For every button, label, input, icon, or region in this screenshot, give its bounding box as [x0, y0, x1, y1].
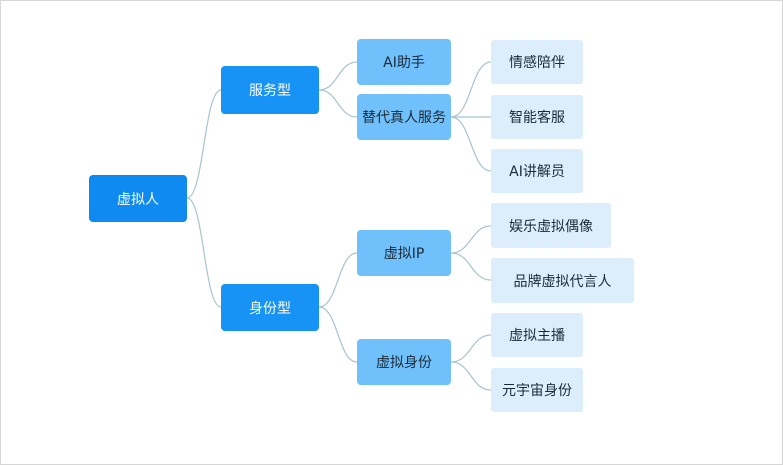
node-virtual-human: 虚拟人 [89, 175, 187, 222]
node-replace-human-service: 替代真人服务 [357, 94, 451, 140]
node-service-type: 服务型 [221, 66, 319, 114]
connector-identity-streamer [450, 334, 492, 363]
connector-root-identity [186, 197, 222, 308]
connector-identity-virtual-identity [318, 306, 358, 363]
node-entertainment-idol: 娱乐虚拟偶像 [491, 203, 611, 248]
connector-replace-emotion [450, 61, 492, 118]
node-ai-assistant: AI助手 [357, 39, 451, 85]
node-smart-customer-service: 智能客服 [491, 95, 583, 139]
connector-ip-brand [450, 252, 492, 281]
connector-service-ai-assistant [318, 61, 358, 91]
node-brand-ambassador: 品牌虚拟代言人 [491, 258, 634, 303]
connector-ip-idol [450, 225, 492, 254]
connector-root-service [186, 89, 222, 199]
connector-replace-guide [450, 116, 492, 172]
node-virtual-ip: 虚拟IP [357, 230, 451, 276]
node-identity-type: 身份型 [221, 284, 319, 331]
node-emotional-companion: 情感陪伴 [491, 40, 583, 84]
connector-identity-virtual-ip [318, 252, 358, 308]
connector-service-replace-human [318, 89, 358, 118]
node-metaverse-identity: 元宇宙身份 [491, 368, 583, 412]
node-ai-guide: AI讲解员 [491, 149, 583, 193]
connector-identity-metaverse [450, 361, 492, 391]
node-virtual-streamer: 虚拟主播 [491, 313, 583, 357]
node-virtual-identity: 虚拟身份 [357, 339, 451, 385]
